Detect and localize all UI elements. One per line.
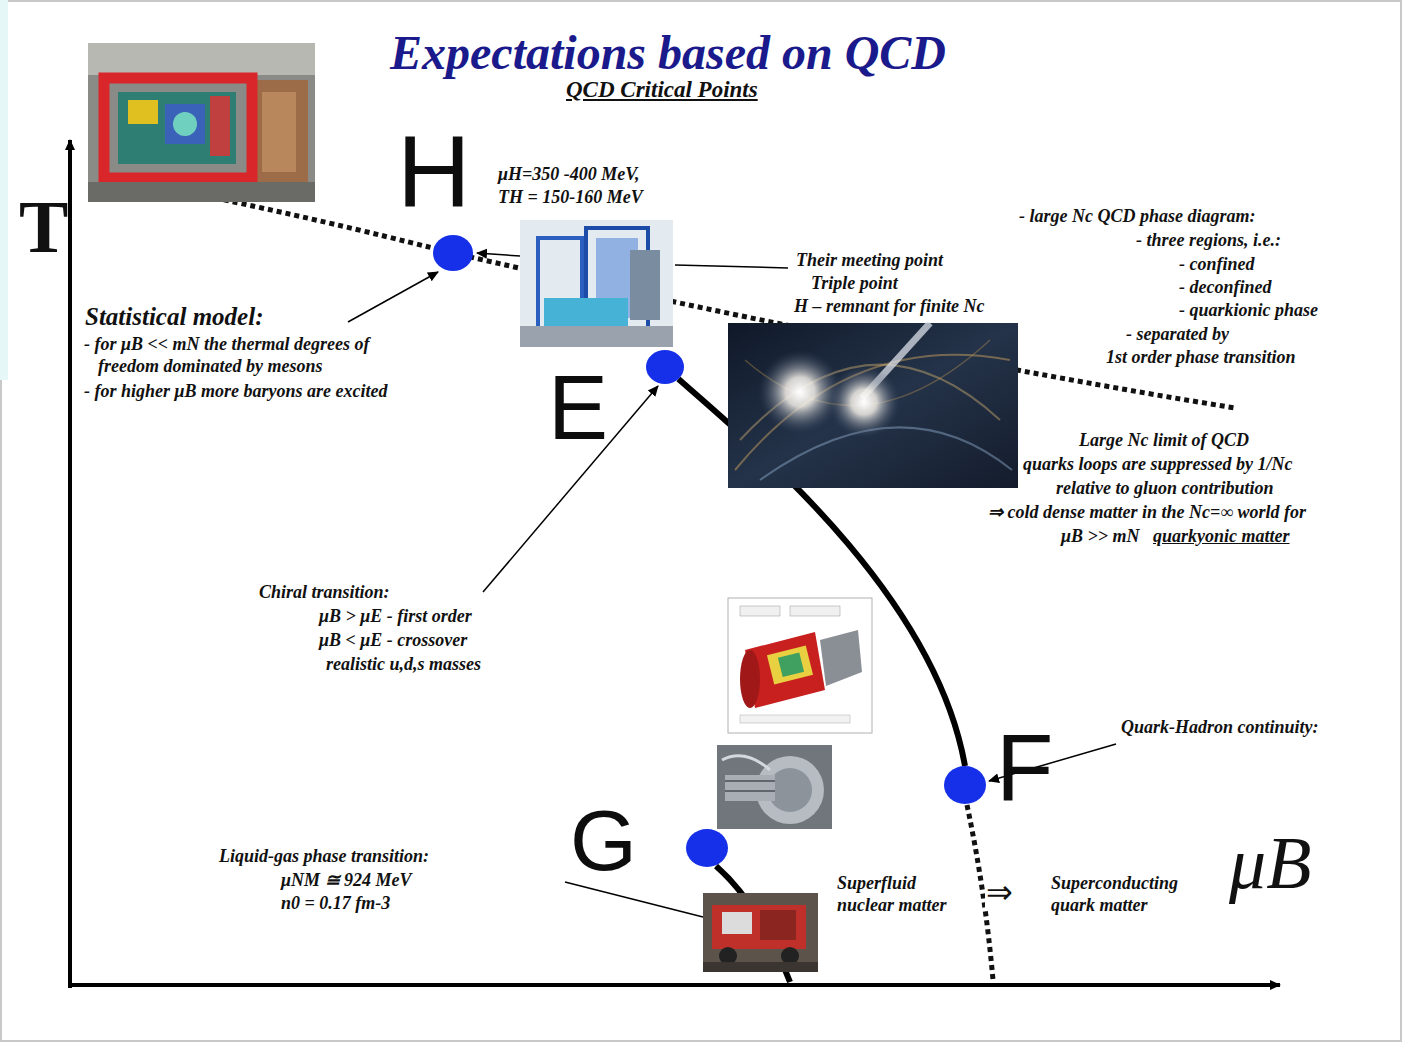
annotation-text: QCD Critical Points (565, 76, 759, 104)
annotation-text: μNM ≅ 924 MeV (280, 870, 413, 892)
axes (68, 140, 1280, 988)
annotation-text: Statistical model: (84, 302, 264, 332)
annotation-text: Triple point (810, 273, 899, 295)
annotation-text: Large Nc limit of QCD (1078, 430, 1250, 452)
annotation-text: quarkyonic matter (1152, 526, 1291, 548)
annotation-text: T (18, 190, 69, 264)
annotation-text: μB > μE - first order (318, 606, 473, 628)
annotation-text: - three regions, i.e.: (1135, 230, 1282, 252)
annotation-text: Superconducting quark matter (1050, 873, 1212, 916)
critical-point: F (944, 766, 986, 804)
diagram-title: Expectations based on QCD (390, 27, 946, 80)
apparatus-photo (703, 893, 818, 972)
point-letter: H (397, 121, 471, 223)
annotation-text: μH=350 -400 MeV, (497, 164, 640, 186)
annotation-text: Superfluid nuclear matter (836, 873, 970, 916)
annotation-text: quarks loops are suppressed by 1/Nc (1022, 454, 1294, 476)
annotation-text: - deconfined (1178, 277, 1272, 299)
point-letter: E (548, 363, 608, 453)
annotation-text: - separated by (1125, 324, 1230, 346)
annotation-text: μB >> mN (1060, 526, 1141, 548)
critical-point: E (646, 350, 684, 384)
annotation-text: H – remnant for finite Nc (793, 296, 986, 318)
annotation-text: - confined (1178, 254, 1256, 276)
annotation-text: TH = 150-160 MeV (497, 187, 644, 209)
side-strip (0, 0, 8, 380)
annotation-text: n0 = 0.17 fm-3 (280, 893, 391, 915)
annotation-text: relative to gluon contribution (1055, 478, 1275, 500)
annotation-text: ⇒ (985, 876, 1014, 908)
annotation-text: - for μB << mN the thermal degrees of fr… (84, 334, 404, 377)
leader-lines (348, 253, 1116, 917)
annotation-text: - large Nc QCD phase diagram: (1018, 206, 1257, 228)
annotation-text: - for higher μB more baryons are excited (84, 381, 394, 403)
annotation-text: 1st order phase transition (1105, 347, 1297, 369)
annotation-text: realistic u,d,s masses (325, 654, 482, 676)
annotation-text: Their meeting point (795, 250, 944, 272)
detector-photo (88, 43, 315, 202)
annotation-text: Quark-Hadron continuity: (1120, 717, 1320, 739)
neutron-star-image (728, 323, 1018, 488)
point-letter: F (996, 721, 1053, 815)
annotation-text: μB (1228, 826, 1312, 900)
annotation-text: μB < μE - crossover (318, 630, 468, 652)
point-letter: G (570, 797, 637, 883)
detector-photo (520, 220, 673, 347)
annotation-text: Liquid-gas phase transition: (218, 846, 430, 868)
annotation-text: - quarkionic phase (1178, 300, 1319, 322)
annotation-text: ⇒ cold dense matter in the Nc=∞ world fo… (987, 502, 1307, 524)
engine-photo (717, 745, 832, 829)
critical-point: H (433, 235, 473, 271)
detector-photo (728, 598, 872, 733)
critical-point: G (686, 829, 728, 867)
annotation-text: Chiral transition: (258, 582, 391, 604)
